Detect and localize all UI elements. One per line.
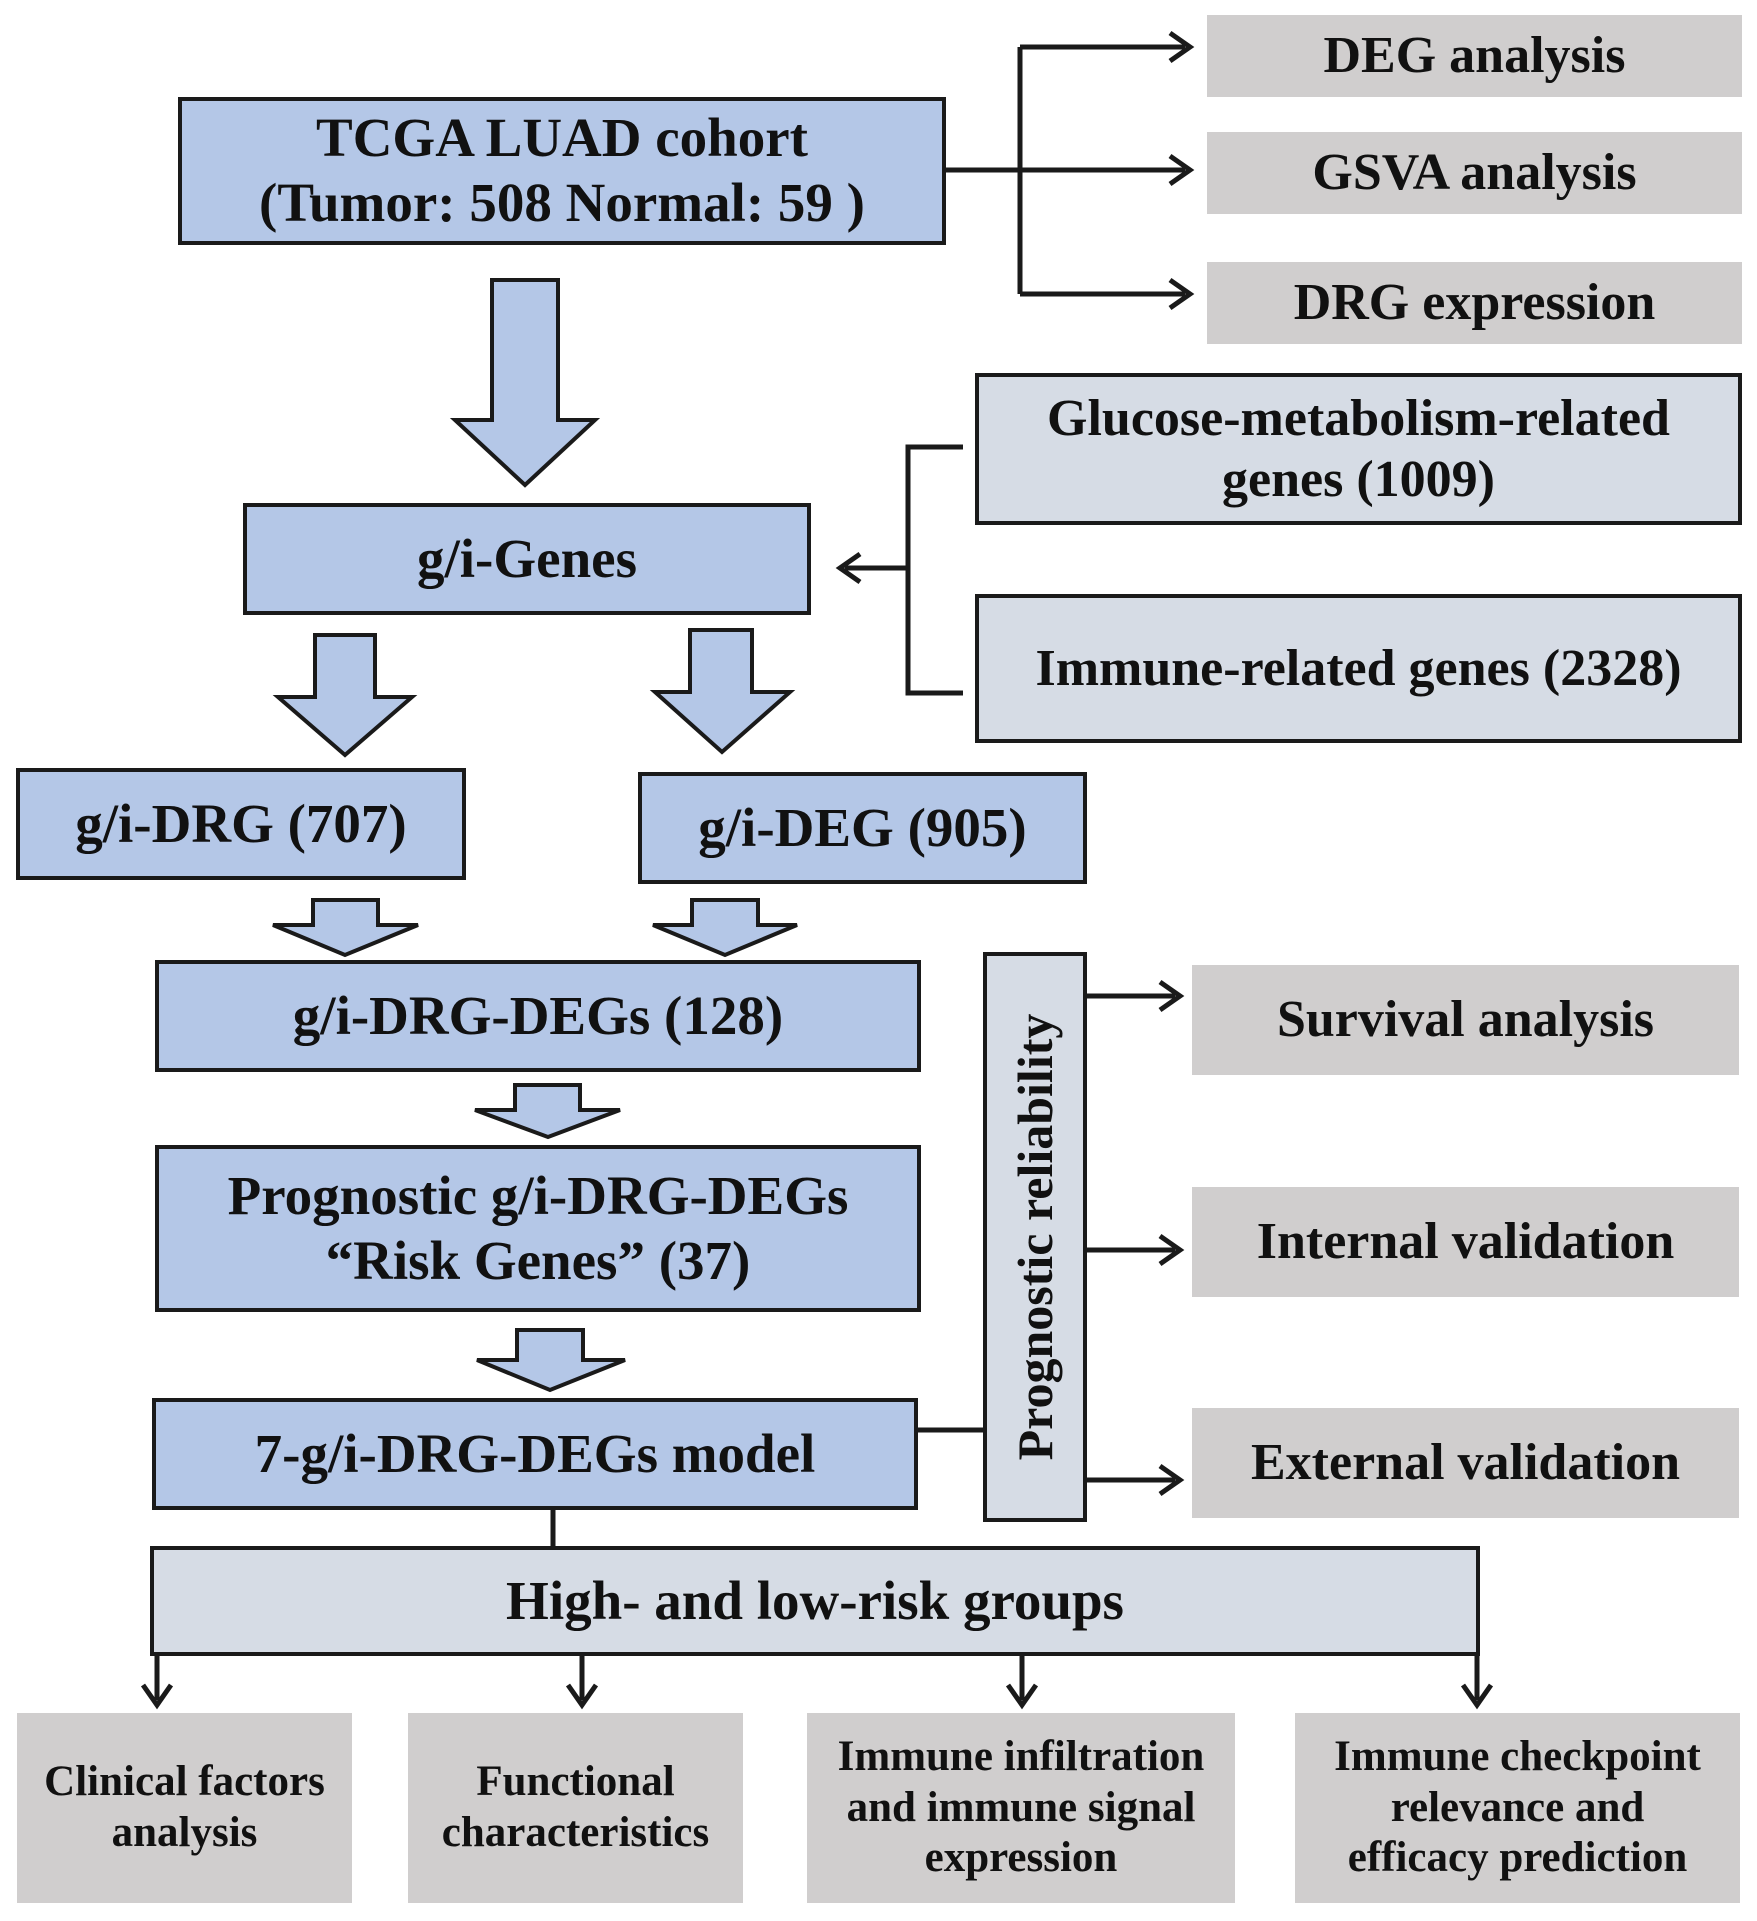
prognostic-reliability-label: Prognostic reliability — [1007, 1013, 1063, 1461]
functional-characteristics-line2: characteristics — [441, 1809, 710, 1856]
block-arrow-deg-to-drgdegs — [652, 898, 798, 958]
gi-drg-label: g/i-DRG (707) — [75, 792, 407, 854]
glucose-genes-line2: genes (1009) — [1222, 451, 1495, 508]
arrowhead-gsva — [1168, 153, 1195, 187]
external-validation-box: External validation — [1192, 1408, 1739, 1518]
arrowhead-external — [1158, 1463, 1185, 1497]
arrowhead-drg-expression — [1168, 277, 1195, 311]
immune-genes-box: Immune-related genes (2328) — [975, 594, 1742, 743]
block-arrow-drg-to-drgdegs — [272, 898, 419, 958]
prognostic-genes-line2: “Risk Genes” (37) — [325, 1229, 751, 1291]
arrowhead-deg-analysis — [1168, 30, 1195, 64]
clinical-factors-line1: Clinical factors — [44, 1758, 325, 1806]
block-arrow-genes-to-drg — [272, 633, 418, 758]
gi-drg-degs-box: g/i-DRG-DEGs (128) — [155, 960, 921, 1072]
clinical-factors-box: Clinical factors analysis — [17, 1713, 352, 1903]
immune-checkpoint-line3: efficacy prediction — [1347, 1834, 1688, 1882]
model-label: 7-g/i-DRG-DEGs model — [254, 1422, 816, 1484]
immune-genes-label: Immune-related genes (2328) — [1035, 639, 1682, 697]
arrowhead-infiltration — [1005, 1683, 1039, 1710]
deg-analysis-label: DEG analysis — [1323, 27, 1626, 85]
internal-validation-label: Internal validation — [1256, 1213, 1675, 1271]
immune-infiltration-line2: and immune signal — [846, 1783, 1196, 1831]
internal-validation-box: Internal validation — [1192, 1187, 1739, 1297]
functional-characteristics-line1: Functional — [476, 1758, 675, 1806]
gi-deg-box: g/i-DEG (905) — [638, 772, 1087, 884]
gi-genes-label: g/i-Genes — [417, 527, 637, 589]
functional-characteristics-box: Functional characteristics — [408, 1713, 743, 1903]
gi-deg-label: g/i-DEG (905) — [698, 796, 1027, 858]
arrowhead-clinical — [140, 1683, 174, 1710]
arrowhead-functional — [565, 1683, 599, 1710]
gi-drg-box: g/i-DRG (707) — [16, 768, 466, 880]
prognostic-genes-box: Prognostic g/i-DRG-DEGs “Risk Genes” (37… — [155, 1145, 921, 1312]
gi-drg-degs-label: g/i-DRG-DEGs (128) — [292, 984, 784, 1046]
arrowhead-checkpoint — [1460, 1683, 1494, 1710]
cohort-counts: (Tumor: 508 Normal: 59 ) — [259, 172, 865, 233]
cohort-box: TCGA LUAD cohort (Tumor: 508 Normal: 59 … — [178, 97, 946, 245]
immune-infiltration-line3: expression — [924, 1834, 1118, 1882]
gsva-analysis-label: GSVA analysis — [1312, 144, 1637, 202]
immune-infiltration-box: Immune infiltration and immune signal ex… — [807, 1713, 1235, 1903]
prognostic-genes-line1: Prognostic g/i-DRG-DEGs — [227, 1164, 849, 1226]
prognostic-reliability-box: Prognostic reliability — [983, 952, 1087, 1522]
glucose-genes-line1: Glucose-metabolism-related — [1047, 389, 1670, 447]
arrowhead-gi-genes — [835, 551, 862, 585]
clinical-factors-line2: analysis — [111, 1809, 258, 1856]
immune-checkpoint-line1: Immune checkpoint — [1334, 1732, 1701, 1780]
deg-analysis-box: DEG analysis — [1207, 15, 1742, 97]
external-validation-label: External validation — [1250, 1434, 1681, 1492]
immune-infiltration-line1: Immune infiltration — [837, 1732, 1205, 1780]
risk-groups-label: High- and low-risk groups — [506, 1569, 1124, 1631]
cohort-title: TCGA LUAD cohort — [316, 107, 808, 169]
drg-expression-label: DRG expression — [1293, 274, 1656, 332]
risk-groups-box: High- and low-risk groups — [150, 1546, 1480, 1656]
connector-sources-bracket — [905, 444, 963, 696]
immune-checkpoint-box: Immune checkpoint relevance and efficacy… — [1295, 1713, 1740, 1903]
gsva-analysis-box: GSVA analysis — [1207, 132, 1742, 214]
block-arrow-drgdegs-to-prognostic — [474, 1083, 621, 1140]
survival-analysis-box: Survival analysis — [1192, 965, 1739, 1075]
block-arrow-cohort-to-genes — [449, 278, 601, 488]
block-arrow-genes-to-deg — [649, 628, 796, 755]
arrowhead-internal — [1158, 1233, 1185, 1267]
drg-expression-box: DRG expression — [1207, 262, 1742, 344]
model-box: 7-g/i-DRG-DEGs model — [152, 1398, 918, 1510]
immune-checkpoint-line2: relevance and — [1390, 1783, 1645, 1831]
gi-genes-box: g/i-Genes — [243, 503, 811, 615]
survival-analysis-label: Survival analysis — [1276, 991, 1655, 1049]
glucose-genes-box: Glucose-metabolism-related genes (1009) — [975, 373, 1742, 525]
arrowhead-survival — [1158, 979, 1185, 1013]
block-arrow-prognostic-to-model — [476, 1328, 626, 1393]
